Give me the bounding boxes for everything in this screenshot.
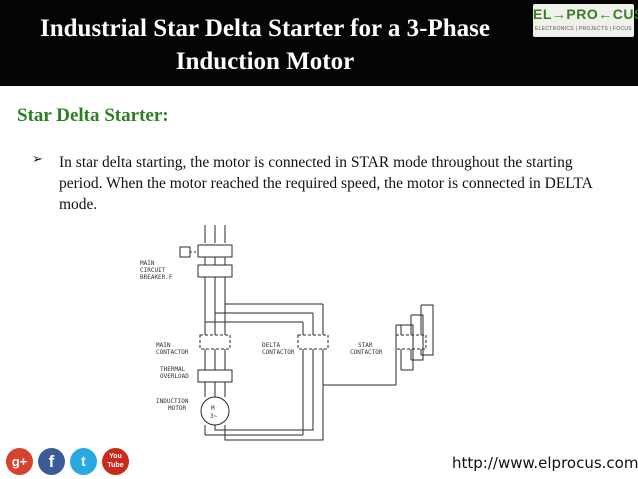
circuit-breaker-top [197,244,233,258]
elprocus-logo: EL→PRO←CUS ELECTRONICS | PROJECTS | FOCU… [533,4,638,37]
breaker-handle [179,246,191,258]
twitter-icon[interactable]: t [70,448,97,475]
section-heading: Star Delta Starter: [17,105,169,126]
star-contactor [395,334,427,350]
facebook-icon[interactable]: f [38,448,65,475]
logo-text: EL→PRO←CUS [533,6,638,22]
label-delta-contactor-1: DELTA [262,342,280,349]
arrow-bullet-icon: ➢ [32,152,43,167]
main-contactor [199,334,231,350]
circuit-breaker-bottom [197,264,233,278]
slide-title: Industrial Star Delta Starter for a 3-Ph… [0,12,530,78]
label-main-contactor-2: CONTACTOR [156,349,189,356]
label-motor: MOTOR [168,405,186,412]
googleplus-icon[interactable]: g+ [6,448,33,475]
title-bar: Industrial Star Delta Starter for a 3-Ph… [0,0,638,86]
label-star-contactor-2: CONTACTOR [350,349,383,356]
induction-motor [200,396,230,426]
slide-title-line1: Industrial Star Delta Starter for a 3-Ph… [40,15,490,42]
label-main-1: MAIN [140,260,155,267]
website-link[interactable]: http://www.elprocus.com/ [452,454,638,472]
label-breaker: BREAKER.F [140,274,173,281]
star-delta-wiring-diagram: MAIN CIRCUIT BREAKER.F MAIN CONTACTOR DE… [140,225,434,441]
youtube-icon[interactable]: You Tube [102,448,129,475]
label-induction: INDUCTION [156,398,189,405]
label-motor-phase: 3~ [210,413,218,420]
thermal-overload [197,369,233,383]
label-circuit: CIRCUIT [140,267,166,274]
delta-contactor [297,334,329,350]
label-motor-symbol: M [211,405,215,412]
label-thermal: THERMAL [160,366,186,373]
label-overload: OVERLOAD [160,373,189,380]
youtube-label-2: Tube [107,462,124,469]
logo-tagline: ELECTRONICS | PROJECTS | FOCUS [535,26,632,32]
bullet-text: In star delta starting, the motor is con… [59,154,592,213]
slide-title-line2: Induction Motor [175,48,355,75]
label-delta-contactor-2: CONTACTOR [262,349,295,356]
youtube-label-1: You [109,453,122,460]
label-star-contactor-1: STAR [358,342,373,349]
label-main-contactor-1: MAIN [156,342,171,349]
